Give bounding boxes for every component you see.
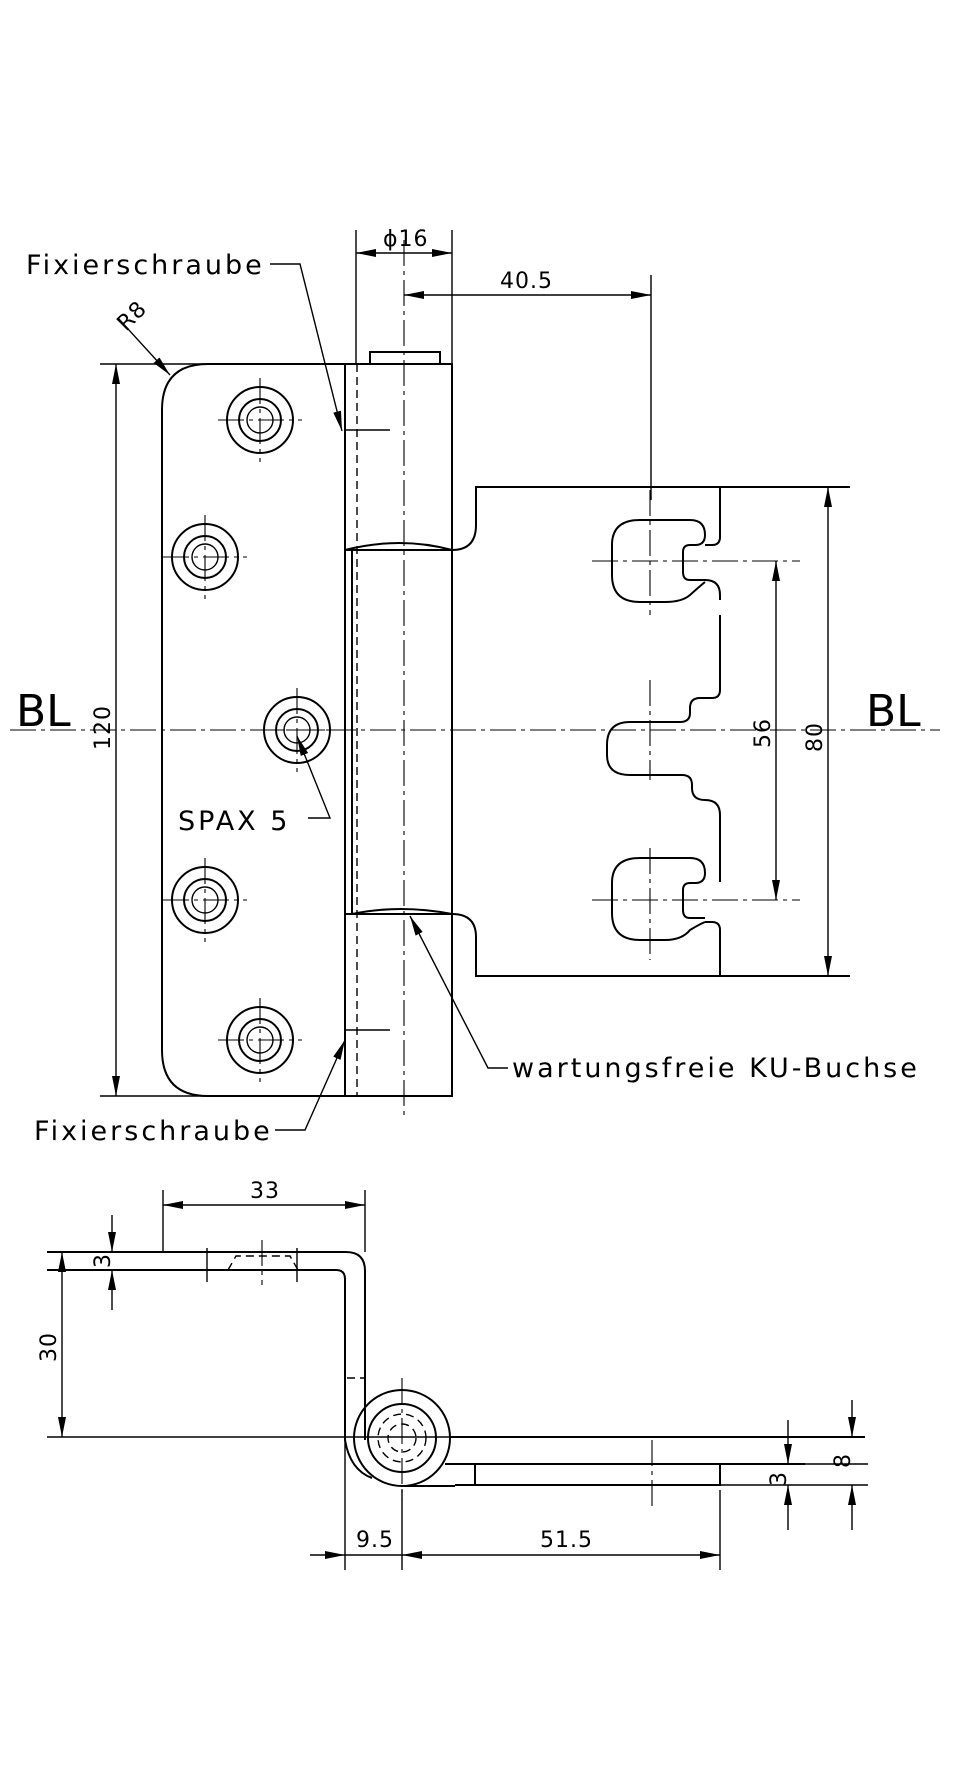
svg-text:SPAX 5: SPAX 5 — [178, 806, 290, 837]
callout-fixierschraube-top: Fixierschraube — [26, 250, 343, 432]
svg-text:Fixierschraube: Fixierschraube — [26, 250, 265, 281]
dimension-120: 120 — [91, 363, 345, 1097]
svg-text:80: 80 — [803, 722, 828, 752]
hinge-barrel — [344, 240, 453, 1115]
screw-hole — [163, 515, 247, 599]
bent-leaf — [47, 1251, 366, 1410]
screw-hole — [218, 378, 302, 462]
svg-text:wartungsfreie KU-Buchse: wartungsfreie KU-Buchse — [512, 1053, 920, 1084]
svg-text:3: 3 — [91, 1253, 116, 1268]
dimension-3-left: 3 — [91, 1215, 116, 1310]
flat-leaf — [404, 1436, 865, 1487]
dimension-radius: R8 — [113, 296, 171, 376]
svg-text:8: 8 — [831, 1453, 856, 1468]
knuckle-section — [344, 1377, 451, 1500]
svg-text:51.5: 51.5 — [540, 1528, 593, 1553]
screw-hole — [163, 858, 247, 942]
dimension-56: 56 — [751, 561, 780, 900]
dimension-30: 30 — [37, 1252, 66, 1437]
callout-bushing: wartungsfreie KU-Buchse — [409, 915, 920, 1084]
svg-text:33: 33 — [250, 1179, 280, 1204]
mounting-slots — [592, 490, 800, 960]
screw-holes — [163, 378, 339, 1082]
svg-text:3: 3 — [767, 1471, 792, 1486]
bl-right-label: BL — [866, 686, 921, 737]
svg-text:9.5: 9.5 — [356, 1528, 394, 1553]
svg-text:ϕ16: ϕ16 — [383, 227, 429, 252]
dimension-40-5: 40.5 — [404, 269, 652, 500]
front-view: BL BL ϕ16 40.5 R8 120 — [10, 227, 940, 1147]
bl-left-label: BL — [16, 686, 71, 737]
svg-text:R8: R8 — [113, 296, 153, 336]
dimension-80: 80 — [803, 487, 832, 976]
section-view: 33 3 30 9.5 51.5 — [37, 1179, 868, 1570]
dimension-33: 33 — [162, 1179, 366, 1252]
callout-spax: SPAX 5 — [178, 735, 332, 837]
svg-text:30: 30 — [37, 1332, 62, 1362]
dimension-bottom: 9.5 51.5 — [310, 1440, 721, 1570]
svg-text:56: 56 — [751, 718, 776, 748]
svg-text:Fixierschraube: Fixierschraube — [34, 1116, 273, 1147]
svg-text:120: 120 — [91, 705, 116, 750]
svg-text:40.5: 40.5 — [500, 269, 553, 294]
right-leaf-outline — [451, 486, 850, 977]
callout-fixierschraube-bottom: Fixierschraube — [34, 1039, 346, 1147]
dimension-right: 3 8 — [720, 1400, 868, 1530]
screw-hole — [218, 998, 302, 1082]
